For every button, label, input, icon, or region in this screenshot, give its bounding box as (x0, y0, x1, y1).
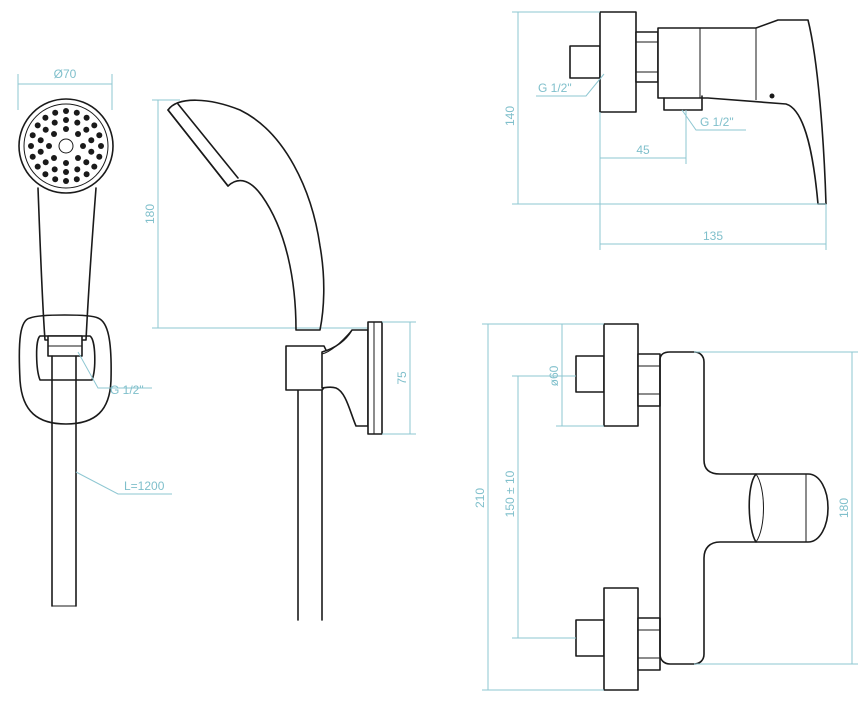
nozzle-hole (52, 109, 59, 116)
dim-shower-diameter: Ø70 (54, 67, 77, 81)
nozzle-hole (37, 148, 44, 155)
label-thread-outlet: G 1/2" (700, 115, 734, 129)
dim-total-height: 210 (473, 488, 487, 508)
dim-shower-height: 180 (143, 204, 157, 224)
nozzle-hole (83, 159, 90, 166)
dim-mixer-height: 140 (503, 106, 517, 126)
nozzle-hole (73, 176, 80, 183)
nozzle-hole (75, 155, 81, 161)
nozzle-hole (34, 122, 41, 129)
nozzle-hole (63, 117, 69, 123)
nozzle-hole (37, 137, 44, 144)
hand-shower-side-view: 180 75 (143, 99, 416, 621)
nozzle-hole (51, 166, 58, 173)
nozzle-hole (29, 132, 36, 139)
nozzle-hole (42, 159, 49, 166)
nozzle-hole (98, 143, 104, 149)
nozzle-hole (83, 114, 90, 121)
nozzle-hole (63, 178, 69, 184)
nozzle-hole (96, 132, 103, 139)
nozzle-hole (29, 153, 36, 160)
nozzle-hole (74, 119, 81, 126)
nozzle-hole (46, 143, 52, 149)
nozzle-hole (75, 131, 81, 137)
nozzle-hole (74, 166, 81, 173)
nozzle-hole (83, 126, 90, 133)
nozzle-hole (88, 148, 95, 155)
label-thread-inlet: G 1/2" (538, 81, 572, 95)
nozzle-hole (42, 126, 49, 133)
dim-body-height: 180 (837, 498, 851, 518)
nozzle-hole (63, 169, 69, 175)
nozzle-hole (52, 176, 59, 183)
spray-nozzles (28, 108, 104, 184)
nozzle-hole (51, 155, 57, 161)
nozzle-hole (80, 143, 86, 149)
nozzle-hole (63, 160, 69, 166)
label-thread-holder: G 1/2" (110, 383, 144, 397)
label-hose-length: L=1200 (124, 479, 165, 493)
nozzle-hole (63, 108, 69, 114)
dim-holder-height: 75 (395, 371, 409, 385)
nozzle-hole (28, 143, 34, 149)
hand-shower-front-view: Ø70 G 1/2" L=1200 (17, 67, 172, 607)
nozzle-hole (83, 171, 90, 178)
dim-inlet-spacing: 150 ± 10 (503, 470, 517, 517)
nozzle-hole (42, 114, 49, 121)
nozzle-hole (34, 163, 41, 170)
nozzle-hole (88, 137, 95, 144)
nozzle-hole (51, 131, 57, 137)
nozzle-hole (73, 109, 80, 116)
nozzle-hole (42, 171, 49, 178)
dim-mixer-depth: 135 (703, 229, 723, 243)
nozzle-hole (51, 119, 58, 126)
dim-outlet-offset: 45 (636, 143, 650, 157)
mixer-front-view: ø60 210 150 ± 10 180 (473, 323, 858, 691)
nozzle-hole (91, 122, 98, 129)
mixer-side-view: G 1/2" G 1/2" 140 45 135 (503, 11, 827, 250)
nozzle-hole (63, 126, 69, 132)
nozzle-hole (91, 163, 98, 170)
nozzle-hole (96, 153, 103, 160)
